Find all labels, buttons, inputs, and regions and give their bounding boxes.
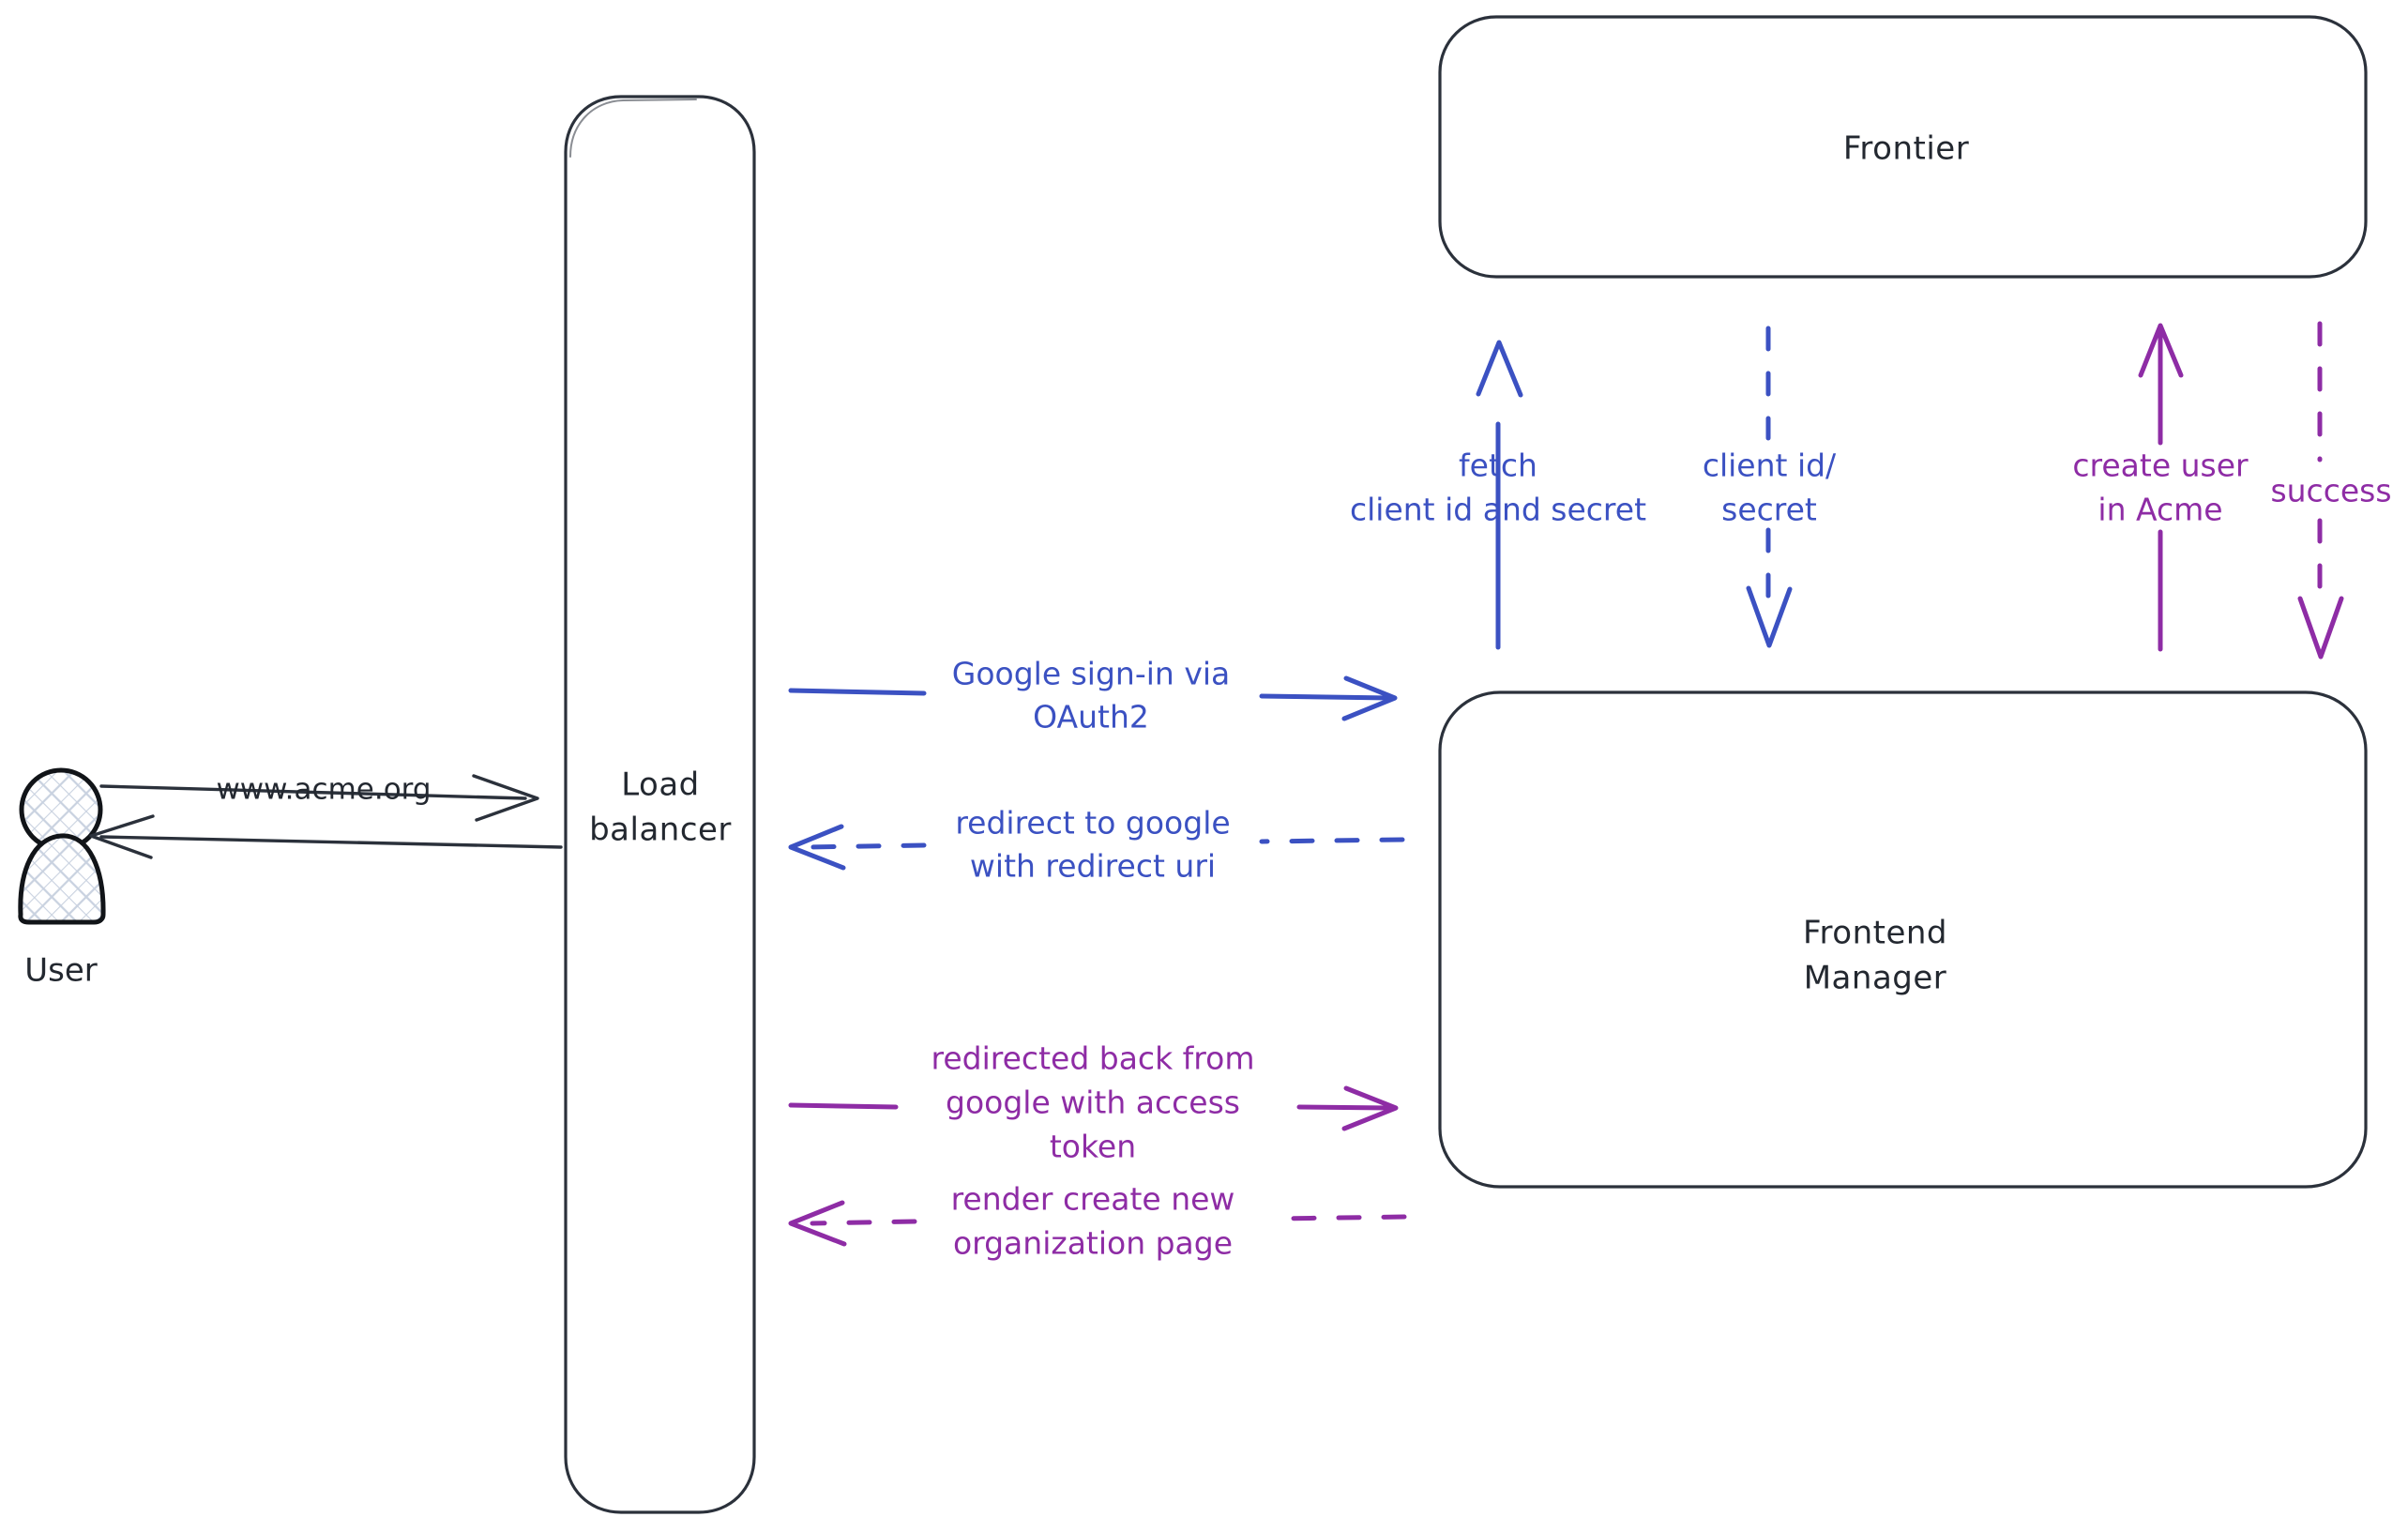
edge-label-render-org-line1: render create new [951, 1181, 1235, 1218]
edge-label-google-signin-line1: Google sign-in via [952, 656, 1230, 692]
render-org-arrowhead [788, 1200, 847, 1247]
load-balancer-label-line2: balancer [589, 812, 732, 849]
edge-fm-to-lb-render-org-page: render create new organization page [788, 1181, 1407, 1262]
lb-to-user-line [99, 835, 563, 849]
edge-label-redirect-google-line2: with redirect uri [970, 848, 1216, 885]
edge-label-create-user-line1: create user [2072, 447, 2249, 484]
render-org-line-left [810, 1219, 917, 1226]
edge-label-google-signin-line2: OAuth2 [1033, 699, 1149, 736]
frontend-manager-label-line2: Manager [1804, 960, 1947, 997]
access-token-line-right [1296, 1104, 1393, 1111]
frontier-shape [1438, 15, 2368, 279]
frontier-label: Frontier [1843, 130, 1969, 168]
redirect-google-arrowhead [788, 824, 846, 871]
google-signin-arrowhead [1341, 675, 1398, 721]
actor-user-label: User [24, 952, 98, 990]
edge-label-redirect-google-line1: redirect to google [955, 805, 1230, 842]
create-user-arrowhead [2138, 323, 2184, 378]
node-frontend-manager[interactable]: Frontend Manager [1438, 690, 2368, 1189]
edge-label-client-credentials-line1: client id/ [1703, 447, 1837, 484]
edge-load-balancer-to-user [89, 814, 563, 859]
edge-fm-to-lb-redirect-google: redirect to google with redirect uri [788, 805, 1405, 885]
success-arrowhead [2297, 596, 2344, 660]
edge-label-access-token-line3: token [1050, 1129, 1136, 1165]
edge-frontier-to-fm-client-credentials: client id/ secret [1703, 326, 1837, 648]
fetch-credentials-arrowhead [1476, 340, 1523, 398]
access-token-arrowhead [1341, 1085, 1399, 1131]
edge-label-create-user-line2: in Acme [2098, 492, 2222, 528]
edge-label-fetch-line2: client id and secret [1350, 492, 1646, 528]
user-to-lb-arrowhead [472, 774, 539, 822]
edge-label-render-org-line2: organization page [953, 1225, 1233, 1262]
user-body-icon [18, 833, 106, 925]
edge-frontier-to-fm-success: success [2270, 321, 2392, 660]
node-load-balancer[interactable]: Load balancer [564, 95, 756, 1514]
edge-label-www-acme-org: www.acme.org [216, 773, 431, 807]
edge-label-client-credentials-line2: secret [1721, 492, 1817, 528]
edge-fm-to-frontier-create-user: create user in Acme [2072, 323, 2249, 652]
lb-to-user-arrowhead [89, 814, 155, 859]
google-signin-line-left [788, 688, 927, 696]
frontend-manager-shape [1438, 690, 2368, 1189]
edge-lb-to-fm-google-signin: Google sign-in via OAuth2 [788, 656, 1398, 736]
edge-label-fetch-line1: fetch [1459, 447, 1537, 484]
redirect-google-line-left [806, 842, 927, 850]
render-org-line-right [1273, 1214, 1407, 1221]
frontend-manager-label-line1: Frontend [1803, 915, 1947, 952]
client-credentials-arrowhead [1746, 585, 1793, 648]
load-balancer-shape [564, 95, 756, 1514]
edge-fm-to-frontier-fetch-credentials: fetch client id and secret [1350, 340, 1646, 650]
load-balancer-label-line1: Load [621, 766, 700, 804]
access-token-line-left [788, 1102, 899, 1110]
edge-label-success: success [2270, 473, 2391, 509]
google-signin-line-right [1259, 693, 1393, 701]
edge-user-to-load-balancer: www.acme.org [99, 773, 539, 822]
actor-user: User [18, 767, 106, 990]
redirect-google-line-right [1259, 837, 1405, 844]
edge-label-access-token-line2: google with access [946, 1085, 1240, 1121]
edge-label-access-token-line1: redirected back from [931, 1040, 1255, 1077]
node-frontier[interactable]: Frontier [1438, 15, 2368, 279]
edge-lb-to-fm-access-token: redirected back from google with access … [788, 1040, 1399, 1165]
load-balancer-sketch-accent [569, 99, 697, 158]
user-to-lb-line [99, 784, 527, 800]
